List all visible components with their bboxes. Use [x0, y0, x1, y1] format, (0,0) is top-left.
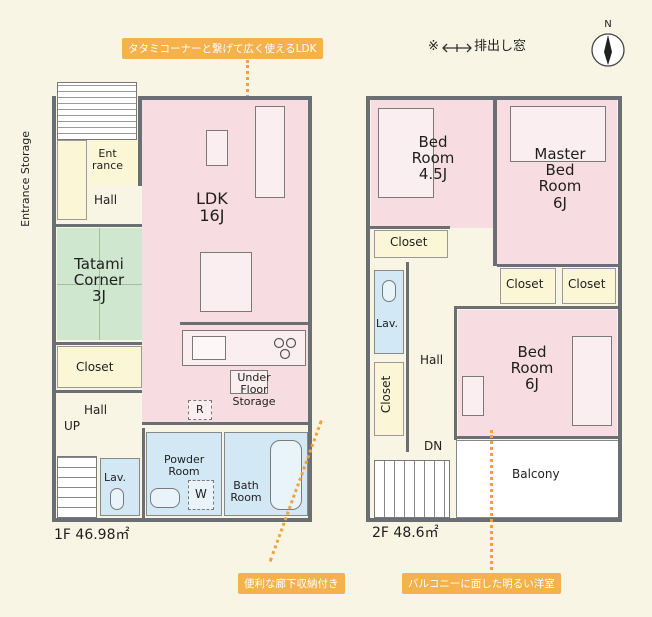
closet-1f-label: Closet: [76, 360, 114, 374]
hall-2f-label: Hall: [420, 353, 444, 367]
closet-left-label: Closet: [390, 235, 428, 249]
ldk-label: LDK 16J: [196, 189, 228, 226]
powder-label: Powder Room: [164, 453, 205, 478]
dn-label: DN: [424, 439, 443, 453]
sink: [192, 336, 226, 360]
window-legend-symbol: ※: [428, 39, 439, 54]
compass: N: [586, 19, 630, 76]
bath-label: Bath Room: [230, 479, 262, 504]
callout-balcony-room: バルコニーに面した明るい洋室: [402, 573, 561, 594]
toilet-1f: [110, 488, 124, 510]
under-floor-hatch: [230, 370, 268, 394]
washer-label: W: [195, 487, 207, 501]
fridge-label: R: [196, 403, 204, 416]
entrance-storage-room: [57, 140, 87, 220]
floor1-area: 1F 46.98㎡: [54, 527, 130, 543]
compass-icon: [591, 33, 625, 67]
washbasin: [150, 488, 180, 508]
lav-2f-label: Lav.: [376, 317, 399, 330]
bed-4-5j: [378, 108, 434, 198]
master-label: Master Bed Room 6J: [534, 145, 586, 212]
up-label: UP: [64, 419, 81, 433]
bed-6j: [572, 336, 612, 426]
dining-table: [200, 252, 252, 312]
bathtub: [270, 440, 302, 510]
coffee-table: [206, 130, 228, 166]
sofa: [255, 106, 285, 198]
bed-master: [510, 106, 606, 162]
stairs-2f: [374, 460, 450, 518]
fridge: [188, 400, 212, 420]
tatami-label: Tatami Corner 3J: [73, 255, 125, 306]
floor2-area: 2F 48.6㎡: [372, 525, 439, 541]
callout-hall-storage: 便利な廊下収納付き: [238, 573, 345, 594]
hall-top-label: Hall: [94, 193, 118, 207]
closet-hall-room: [374, 362, 404, 436]
closet-2f-left-room: [374, 230, 448, 258]
tatami-corner: [57, 228, 142, 340]
desk-6j: [462, 376, 484, 416]
balcony-room: [456, 440, 620, 518]
toilet-2f: [382, 280, 396, 302]
under-floor-label: Under Floor Storage: [232, 371, 276, 408]
bed6-label: Bed Room 6J: [510, 343, 554, 394]
callout-ldk-leader: [246, 60, 249, 122]
callout-balcony-leader: [490, 430, 493, 570]
closet-1f-room: [57, 346, 142, 388]
closet-2f-mid-room: [500, 268, 556, 304]
porch: [57, 82, 137, 140]
bed45-label: Bed Room 4.5J: [411, 133, 455, 184]
window-legend-text: 排出し窓: [474, 39, 527, 54]
closet-2f-right-room: [562, 268, 616, 304]
entrance-room: [90, 140, 140, 185]
closet-mid-label: Closet: [506, 277, 544, 291]
closet-hall-label: Closet: [379, 375, 394, 414]
closet-right-label: Closet: [568, 277, 606, 291]
entrance-label: Ent rance: [92, 147, 124, 172]
hall-bottom-label: Hall: [84, 403, 108, 417]
stairs-1f: [57, 456, 97, 518]
entrance-storage-label: Entrance Storage: [18, 131, 32, 227]
lav-1f-label: Lav.: [104, 471, 127, 484]
compass-letter: N: [604, 19, 612, 30]
stove-icon: [273, 337, 297, 360]
window-arrow-icon: [442, 43, 472, 53]
lav-1f-room: [100, 458, 140, 516]
washer: [188, 480, 214, 510]
callout-ldk: タタミコーナーと繋げて広く使えるLDK: [122, 38, 323, 59]
lav-2f-room: [374, 270, 404, 354]
balcony-label: Balcony: [512, 467, 560, 481]
